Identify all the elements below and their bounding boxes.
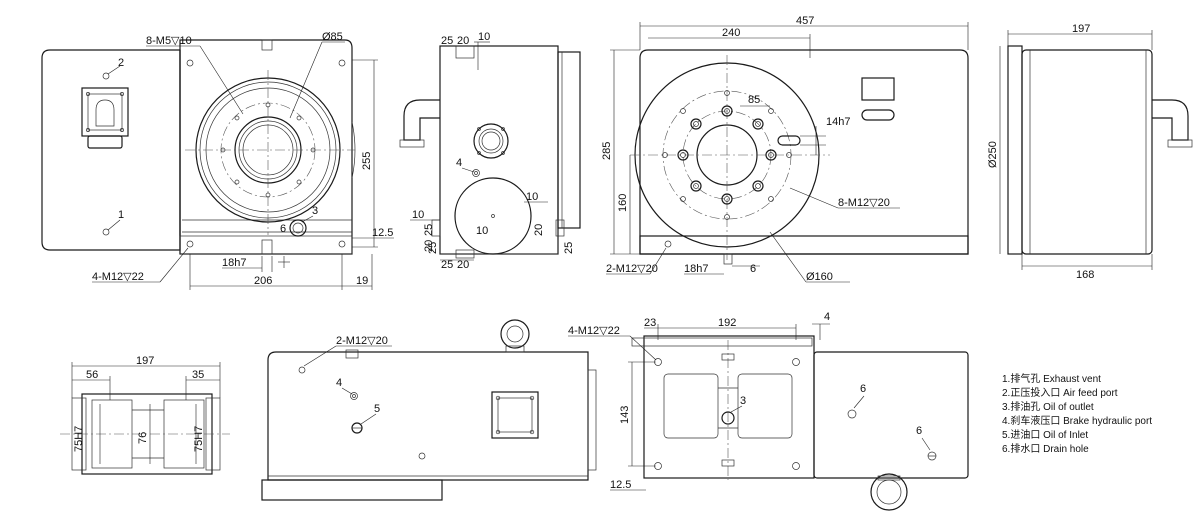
dim-20-right: 20 [533,224,545,236]
dim-10-left: 10 [412,209,424,221]
dim-d160: Ø160 [806,271,833,283]
dim-85: 85 [748,94,760,106]
front-view-annotations: 2 1 3 6 8-M5▽10 Ø85 255 12.5 4-M12▽22 18… [92,31,394,290]
bottom-side-view [261,319,597,501]
dim-12-5: 12.5 [372,227,393,239]
dim-2-m12-bottom: 2-M12▽20 [336,335,388,347]
dim-457: 457 [796,15,814,27]
dim-76: 76 [137,432,149,444]
dim-168: 168 [1076,269,1094,281]
dim-56: 56 [86,369,98,381]
dim-6: 6 [750,263,756,275]
legend-item-6: 6.排水口 Drain hole [1002,442,1089,455]
dim-10-mid: 10 [476,225,488,237]
dim-35: 35 [192,369,204,381]
dim-19: 19 [356,275,368,287]
bottom-top-view [631,335,969,511]
callout-6-top: 6 [860,383,866,395]
side-view [399,45,581,259]
dim-d250: Ø250 [987,141,999,168]
callout-1: 1 [118,209,124,221]
dim-d85: Ø85 [322,31,343,43]
dim-20-top: 20 [457,35,469,47]
legend-item-3: 3.排油孔 Oil of outlet [1002,400,1094,413]
dim-206: 206 [254,275,272,287]
callout-2: 2 [118,57,124,69]
callout-4-side: 4 [456,157,462,169]
dim-240: 240 [722,27,740,39]
callout-3-bottom: 3 [740,395,746,407]
bottom-top-annotations: 4-M12▽22 23 192 4 143 12.5 3 6 6 [568,311,931,491]
front-view [41,39,356,255]
dim-2-m12: 2-M12▽20 [606,263,658,275]
callout-6-bottom: 6 [916,425,922,437]
dim-197-section: 197 [136,355,154,367]
dim-160: 160 [617,194,629,212]
dim-75h7-left: 75H7 [73,426,85,452]
section-view [60,393,230,475]
dim-25-top: 25 [441,35,453,47]
dim-4-m12: 4-M12▽22 [92,271,144,283]
callout-5: 5 [374,403,380,415]
dim-4: 4 [824,311,830,323]
table-view-annotations: 457 240 85 14h7 285 160 8-M12▽20 2-M12▽2… [601,15,969,283]
dim-18h7: 18h7 [222,257,246,269]
dim-14h7: 14h7 [826,116,850,128]
dim-75h7-right: 75H7 [193,426,205,452]
section-annotations: 197 56 35 75H7 76 75H7 [71,355,221,464]
legend-item-2: 2.正压投入口 Air feed port [1002,386,1118,399]
callout-3: 3 [312,205,318,217]
dim-285: 285 [601,142,613,160]
right-side-view [1007,45,1193,255]
legend-item-5: 5.进油口 Oil of Inlet [1002,428,1088,441]
dim-12-5-bottom: 12.5 [610,479,631,491]
side-view-annotations: 25 20 10 4 10 10 25 20 10 20 25 25 25 20 [410,31,575,271]
dim-4-m12-bottom: 4-M12▽22 [568,325,620,337]
legend-item-1: 1.排气孔 Exhaust vent [1002,372,1101,385]
dim-18h7-b: 18h7 [684,263,708,275]
dim-8-m5-holes: 8-M5▽10 [146,35,192,47]
dim-25-bottom: 25 [441,259,453,271]
bottom-side-annotations: 2-M12▽20 4 5 [303,335,392,425]
callout-6: 6 [280,223,286,235]
dim-197-top: 197 [1072,23,1090,35]
table-view [630,49,969,265]
dim-25-left: 25 [423,224,435,236]
dim-8-m12: 8-M12▽20 [838,197,890,209]
dim-143: 143 [619,406,631,424]
dim-10-right: 10 [526,191,538,203]
legend-item-4: 4.刹车液压口 Brake hydraulic port [1002,414,1152,427]
dim-23: 23 [644,317,656,329]
callout-4-bottom: 4 [336,377,342,389]
dim-192: 192 [718,317,736,329]
dim-20-bottom: 20 [457,259,469,271]
legend: 1.排气孔 Exhaust vent 2.正压投入口 Air feed port… [1002,372,1152,455]
dim-20-left: 20 [423,240,435,252]
right-side-annotations: 197 Ø250 168 [987,23,1153,281]
dim-25-left-b: 25 [427,242,439,254]
dim-10-top: 10 [478,31,490,43]
dim-25-right: 25 [563,242,575,254]
dim-255: 255 [361,152,373,170]
